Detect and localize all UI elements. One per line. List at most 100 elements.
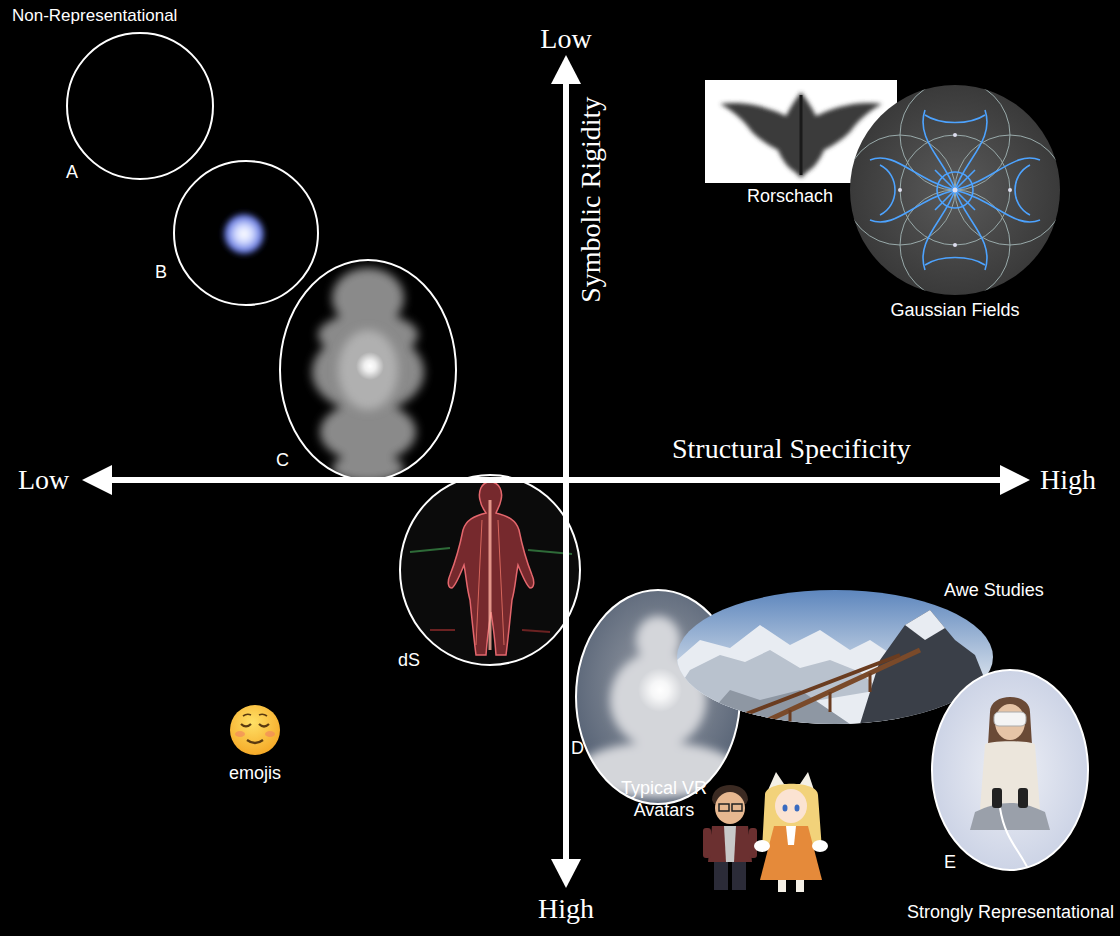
art-ellipse — [754, 840, 770, 852]
art-path — [935, 170, 975, 210]
blurred-figure — [280, 260, 456, 482]
art-g — [677, 590, 993, 724]
avatar-girl — [754, 772, 828, 892]
art-rect — [714, 862, 728, 890]
art-ellipse — [812, 840, 828, 852]
gaussian-field — [845, 80, 1065, 300]
art-path — [988, 697, 1032, 745]
art-ellipse — [995, 704, 1025, 740]
art-path — [259, 724, 269, 727]
corner-label: Strongly Representational — [907, 902, 1114, 924]
art-polygon — [82, 465, 112, 495]
image-caption: Rorschach — [747, 186, 833, 208]
art-line — [869, 673, 872, 692]
item-letter: C — [276, 450, 289, 472]
art-ellipse — [320, 402, 416, 462]
art-circle — [898, 188, 902, 192]
art-rect — [796, 880, 804, 892]
art-line — [498, 520, 504, 645]
art-g — [338, 330, 398, 410]
art-path — [880, 165, 895, 215]
art-path — [870, 158, 1040, 222]
art-polygon — [905, 610, 945, 640]
art-path — [925, 115, 985, 123]
art-path — [1015, 165, 1030, 215]
art-ellipse — [280, 260, 456, 480]
art-line — [489, 500, 492, 650]
art-ellipse — [265, 731, 275, 737]
art-line — [522, 630, 550, 632]
art-line — [476, 520, 482, 645]
axis-title: Structural Specificity — [672, 432, 911, 466]
body-scan-figure — [400, 475, 580, 665]
art-path — [925, 258, 985, 266]
art-path — [241, 724, 251, 727]
art-path — [259, 714, 267, 716]
art-line — [410, 548, 450, 552]
art-path — [243, 714, 251, 716]
art-ellipse — [715, 792, 745, 824]
art-ellipse — [235, 731, 245, 737]
art-rect — [732, 862, 746, 890]
art-rect — [719, 804, 729, 811]
item-letter: dS — [398, 650, 420, 672]
art-circle — [953, 188, 958, 193]
art-circle — [230, 705, 280, 755]
art-line — [108, 477, 1004, 483]
art-g — [312, 268, 424, 482]
image-caption: Typical VR Avatars — [614, 778, 714, 821]
image-caption: emojis — [229, 763, 281, 785]
art-circle — [953, 133, 957, 137]
art-g — [312, 268, 424, 482]
mountain-landscape — [677, 590, 993, 724]
image-caption: Gaussian Fields — [890, 300, 1019, 322]
art-circle — [900, 135, 1010, 245]
art-path — [1000, 808, 1030, 873]
art-circle — [953, 243, 957, 247]
art-path — [724, 826, 736, 862]
axis-title: Symbolic Rigidity — [574, 97, 608, 303]
art-ellipse — [400, 475, 580, 665]
art-circle — [1008, 188, 1012, 192]
axes — [82, 55, 1030, 888]
art-circle — [174, 161, 318, 305]
light-blob — [174, 161, 318, 305]
art-g — [930, 668, 1090, 873]
art-rect — [703, 828, 711, 858]
art-rect — [930, 668, 1090, 873]
item-letter: A — [66, 162, 78, 184]
art-g — [845, 80, 1065, 300]
corner-label: Non-Representational — [12, 6, 177, 26]
art-rect — [677, 590, 993, 724]
art-polygon — [1000, 465, 1030, 495]
axis-end-label: High — [1040, 463, 1096, 497]
art-path — [923, 110, 987, 270]
axis-end-label: High — [538, 892, 594, 926]
art-path — [448, 482, 533, 655]
item-letter: B — [155, 262, 167, 284]
art-ellipse — [338, 330, 398, 410]
art-circle — [845, 135, 955, 245]
art-rect — [1018, 788, 1028, 808]
item-letter: E — [944, 852, 956, 874]
art-circle — [850, 85, 1060, 295]
art-line — [430, 629, 455, 631]
art-path — [970, 803, 1050, 830]
item-letter: D — [571, 738, 584, 760]
art-rect — [220, 210, 268, 258]
emoji-face — [230, 705, 280, 755]
art-path — [800, 95, 803, 175]
art-line — [720, 655, 900, 724]
art-line — [829, 692, 832, 712]
art-line — [789, 710, 792, 724]
art-polygon — [551, 859, 581, 888]
art-circle — [638, 668, 682, 712]
art-path — [923, 110, 987, 270]
art-ellipse — [775, 789, 807, 823]
art-path — [980, 741, 1040, 810]
art-rect — [994, 712, 1026, 726]
art-rect — [778, 880, 786, 892]
art-ellipse — [783, 805, 788, 812]
art-path — [760, 826, 822, 880]
